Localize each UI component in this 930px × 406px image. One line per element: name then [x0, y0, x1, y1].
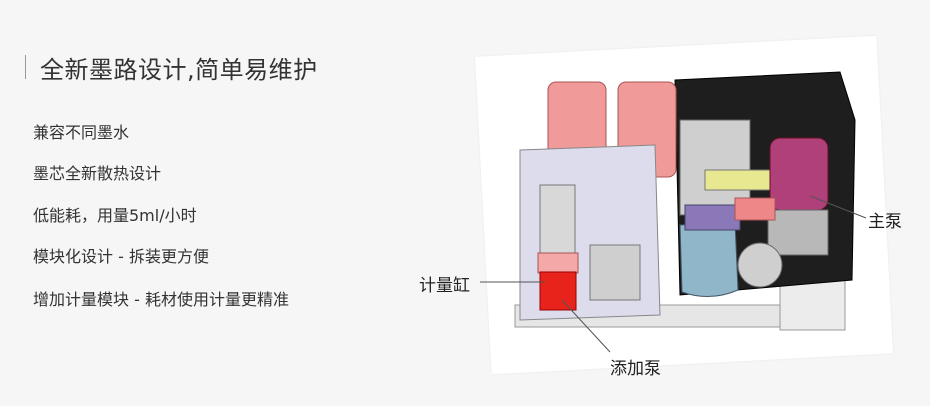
feature-item: 兼容不同墨水 — [33, 123, 130, 142]
metering-cylinder — [539, 271, 577, 311]
ink-system-illustration — [514, 71, 856, 331]
label-add-pump: 添加泵 — [610, 359, 661, 379]
feature-item: 低能耗，用量5ml/小时 — [33, 206, 197, 225]
label-metering-cylinder: 计量缸 — [419, 276, 470, 296]
feature-item: 模块化设计 - 拆装更方便 — [33, 247, 209, 266]
feature-item: 墨芯全新散热设计 — [33, 164, 162, 183]
label-main-pump: 主泵 — [868, 212, 902, 232]
teal-pump — [679, 221, 739, 297]
feature-item: 增加计量模块 - 耗材使用计量更精准 — [33, 290, 289, 309]
title-divider — [25, 55, 26, 79]
page-title: 全新墨路设计,简单易维护 — [40, 56, 318, 84]
